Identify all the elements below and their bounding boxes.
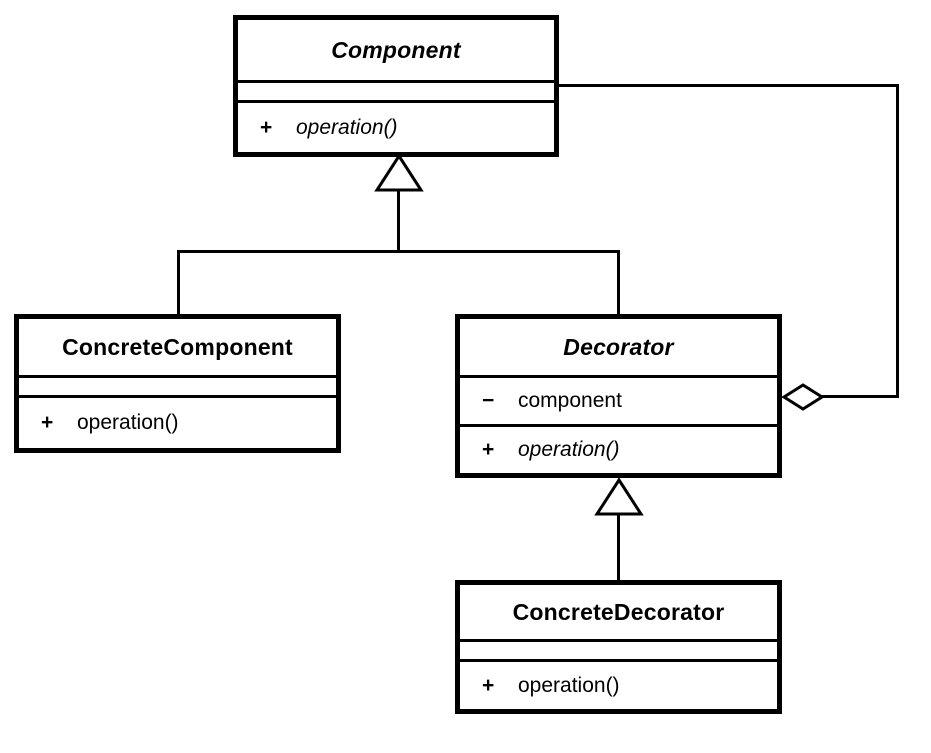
class-name-concrete-decorator: ConcreteDecorator xyxy=(460,585,777,639)
visibility-marker: − xyxy=(482,389,495,412)
generalization-stem-decorator xyxy=(617,510,620,583)
aggregation-diamond xyxy=(781,383,825,411)
generalization-branch-concrete-component xyxy=(177,250,180,318)
operation-row-concrete-decorator: + operation() xyxy=(460,659,777,709)
aggregation-line-top xyxy=(556,84,899,87)
visibility-marker: + xyxy=(482,438,495,461)
class-box-component[interactable]: Component + operation() xyxy=(233,15,559,157)
attribute-row-decorator: −component xyxy=(460,375,777,424)
class-name-decorator: Decorator xyxy=(460,319,777,375)
attributes-compartment-component xyxy=(238,80,554,100)
generalization-triangle-component xyxy=(374,153,424,192)
generalization-stem-component xyxy=(397,186,400,253)
operation-name: operation() xyxy=(518,438,620,461)
generalization-branch-decorator xyxy=(617,250,620,318)
generalization-triangle-decorator xyxy=(594,477,644,516)
operation-name: operation() xyxy=(296,115,398,139)
visibility-marker: + xyxy=(482,673,495,697)
operation-row-concrete-component: + operation() xyxy=(19,395,336,448)
aggregation-line-bottom xyxy=(820,395,899,398)
attributes-compartment-concrete-component xyxy=(19,375,336,395)
visibility-marker: + xyxy=(260,115,273,139)
class-name-component: Component xyxy=(238,20,554,80)
attribute-name: component xyxy=(518,389,622,412)
operation-row-component: + operation() xyxy=(238,100,554,152)
class-name-concrete-component: ConcreteComponent xyxy=(19,319,336,375)
visibility-marker: + xyxy=(41,411,54,434)
attributes-compartment-concrete-decorator xyxy=(460,639,777,659)
operation-name: operation() xyxy=(518,673,620,697)
generalization-crossbar-component xyxy=(177,250,620,253)
operation-name: operation() xyxy=(77,411,179,434)
operation-row-decorator: + operation() xyxy=(460,424,777,473)
class-box-concrete-decorator[interactable]: ConcreteDecorator + operation() xyxy=(455,580,782,714)
class-box-decorator[interactable]: Decorator −component + operation() xyxy=(455,314,782,478)
aggregation-line-right xyxy=(896,84,899,397)
class-box-concrete-component[interactable]: ConcreteComponent + operation() xyxy=(14,314,341,453)
